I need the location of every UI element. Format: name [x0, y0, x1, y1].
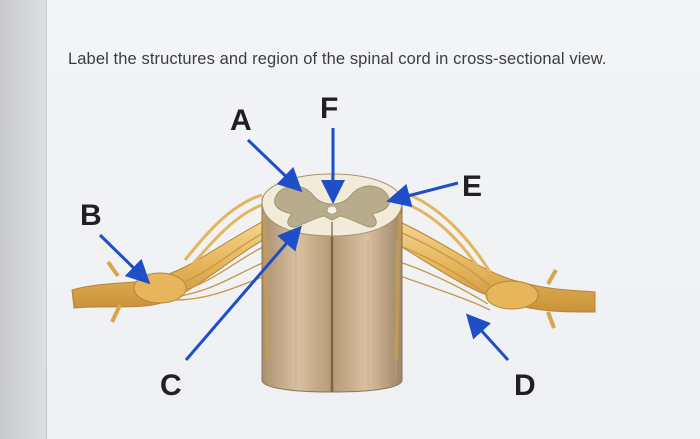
right-spinal-nerve: [399, 190, 596, 329]
label-e: E: [462, 170, 482, 203]
central-canal: [326, 205, 338, 215]
question-text: Label the structures and region of the s…: [68, 50, 607, 68]
arrow-d: [465, 313, 510, 362]
label-c: C: [160, 369, 182, 402]
label-f: F: [320, 92, 338, 125]
left-spinal-nerve: [71, 193, 271, 323]
label-d: D: [514, 369, 536, 402]
right-dorsal-root-ganglion: [485, 280, 539, 310]
label-arrows: [98, 128, 510, 362]
arrow-e: [386, 181, 459, 208]
arrow-b: [98, 233, 151, 285]
label-a: A: [230, 104, 252, 137]
arrow-c: [184, 225, 302, 361]
label-b: B: [80, 199, 102, 232]
arrow-a: [246, 138, 303, 193]
